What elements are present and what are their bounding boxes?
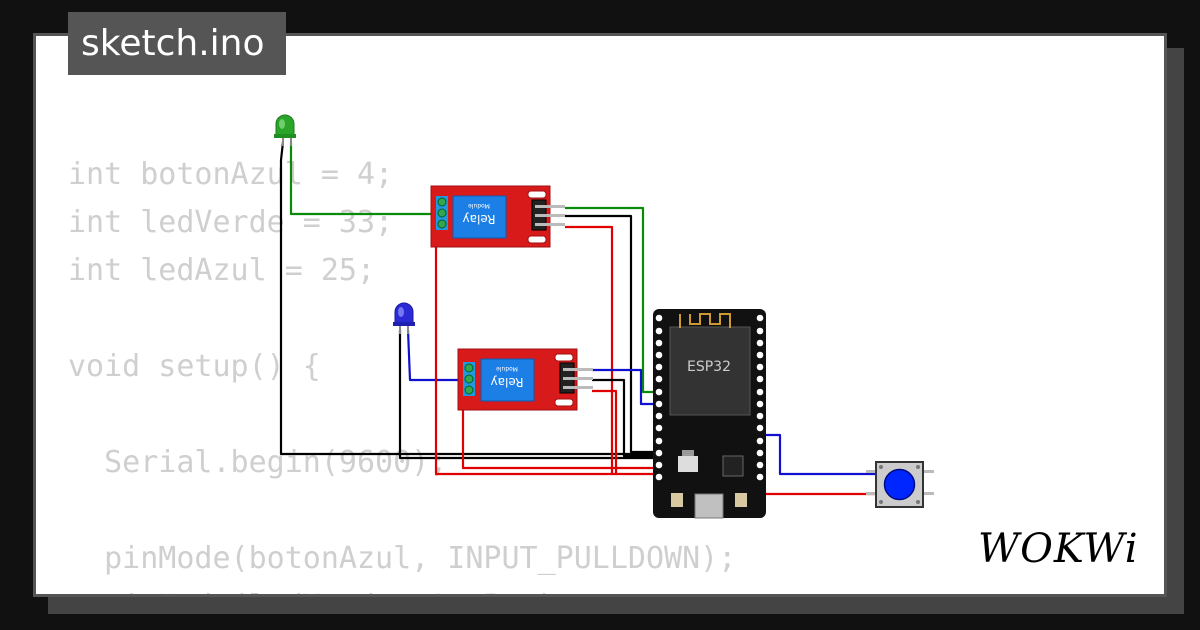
- wire-blue-led: [406, 329, 466, 382]
- wire-blue-button: [760, 433, 880, 476]
- code-line: void setup() {: [68, 349, 321, 384]
- relay1-label: Relay: [463, 212, 496, 226]
- code-line: pinMode(ledVerde, OUTPUT);: [68, 583, 736, 594]
- relay2-sublabel: Module: [496, 365, 518, 372]
- code-line: int botonAzul = 4;: [68, 157, 394, 192]
- wire-black-led-blue: [398, 330, 658, 460]
- blue-led-icon[interactable]: [393, 302, 415, 334]
- wire-red-relay2-vcc: [592, 389, 618, 474]
- green-led-icon[interactable]: [274, 114, 296, 146]
- wire-red-relay1-vcc: [565, 225, 658, 476]
- wire-black-relay2-gnd: [592, 378, 658, 458]
- wire-green-led: [289, 142, 440, 216]
- esp32-pins: [655, 314, 764, 481]
- brand-text: WOKWi: [978, 526, 1139, 572]
- wire-black-relay1-gnd: [565, 214, 658, 454]
- code-line: int ledAzul = 25;: [68, 253, 376, 288]
- wires: [279, 141, 880, 496]
- code-line: Serial.begin(9600);: [68, 445, 448, 480]
- wire-blue-relay2-in: [592, 368, 658, 406]
- esp32-board-icon[interactable]: ESP32: [653, 309, 766, 519]
- relay2-label: Relay: [491, 375, 524, 389]
- preview-card: int botonAzul = 4; int ledVerde = 33; in…: [33, 33, 1167, 597]
- wire-black-led-green: [279, 141, 658, 456]
- code-line: pinMode(botonAzul, INPUT_PULLDOWN);: [68, 541, 737, 576]
- sketch-file-title: sketch.ino: [68, 12, 286, 75]
- relay-module-icon[interactable]: Relay Module: [457, 348, 593, 411]
- relay-module-icon[interactable]: Relay Module: [430, 185, 565, 248]
- code-preview: int botonAzul = 4; int ledVerde = 33; in…: [68, 151, 737, 594]
- relay1-sublabel: Module: [468, 202, 490, 209]
- wire-green-relay1-in: [565, 206, 658, 394]
- pushbutton-icon[interactable]: [866, 461, 934, 508]
- wire-red-button: [758, 474, 880, 496]
- wokwi-logo: WOKWi: [978, 526, 1139, 572]
- board-label: ESP32: [687, 359, 731, 375]
